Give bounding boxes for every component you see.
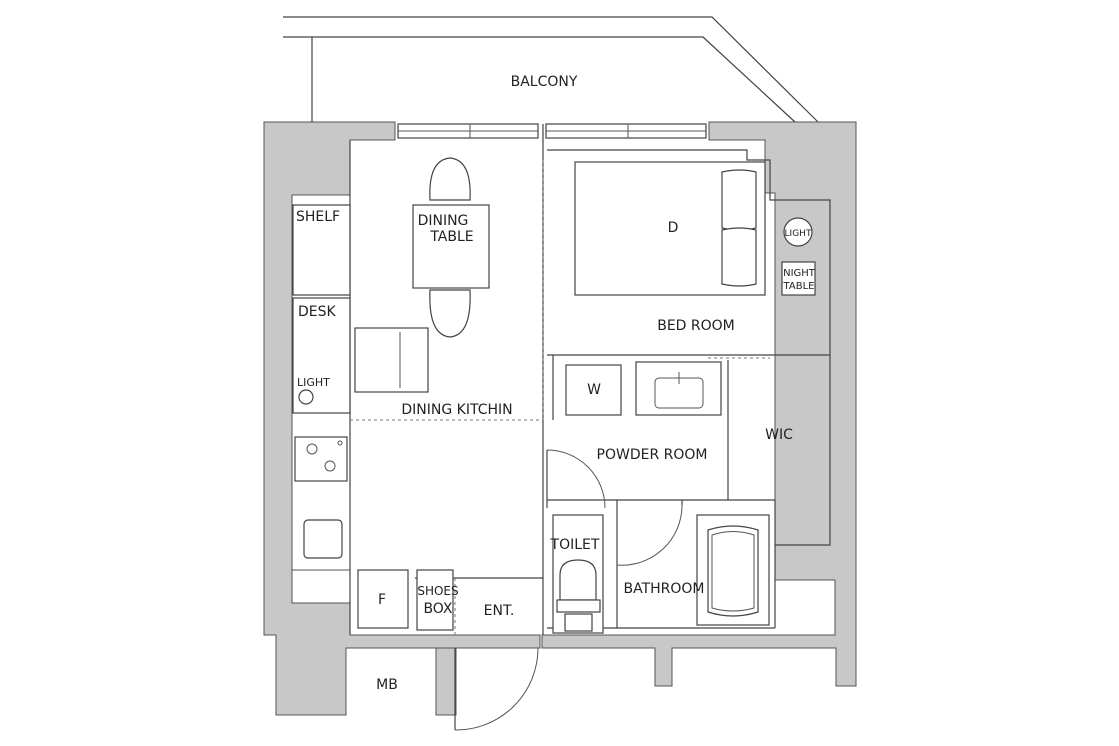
shelf <box>292 204 351 296</box>
desk-light <box>298 389 314 405</box>
dining-chair-bottom <box>429 289 471 338</box>
entrance-door-swing <box>454 647 539 731</box>
doors <box>454 449 683 731</box>
stove <box>294 436 348 482</box>
desk-label: DESK <box>298 304 337 320</box>
bed-label: D <box>668 220 679 236</box>
dining-table-label-2: TABLE <box>429 229 473 245</box>
toilet-label: TOILET <box>550 537 600 553</box>
night-table-label-2: TABLE <box>783 281 815 292</box>
shoes-box-label-2: BOX <box>423 601 452 617</box>
washer-label: W <box>587 382 601 398</box>
armchair <box>354 327 429 393</box>
fridge <box>357 569 409 629</box>
fridge-label: F <box>378 592 386 608</box>
bath-door-swing <box>616 504 683 566</box>
wic-label: WIC <box>765 427 793 443</box>
washer <box>565 364 622 416</box>
entrance-label: ENT. <box>484 603 515 619</box>
vanity <box>635 361 722 416</box>
room-labels: BALCONY SHELF DINING TABLE DESK LIGHT DI… <box>296 74 816 693</box>
bed-light-label: LIGHT <box>785 229 812 239</box>
dining-kitchin-label: DINING KITCHIN <box>401 402 512 418</box>
night-table <box>781 261 816 296</box>
powder-door-swing <box>546 449 606 509</box>
bed-room-label: BED ROOM <box>657 318 735 334</box>
balcony-outline <box>283 16 819 123</box>
shelf-label: SHELF <box>296 209 340 225</box>
toilet-bowl <box>559 559 597 601</box>
sink <box>303 519 343 559</box>
dining-table <box>412 204 490 289</box>
shoes-box-label-1: SHOES <box>417 584 458 598</box>
mb-label: MB <box>376 677 398 693</box>
powder-room-label: POWDER ROOM <box>597 447 708 463</box>
night-table-label-1: NIGHT <box>783 268 816 279</box>
dining-table-label-1: DINING <box>418 213 469 229</box>
shoes-box <box>416 569 454 631</box>
bathroom-label: BATHROOM <box>623 581 704 597</box>
balcony-windows <box>397 123 707 139</box>
bed-light <box>783 217 813 247</box>
balcony-label: BALCONY <box>511 74 578 90</box>
desk-light-label: LIGHT <box>297 376 330 389</box>
furniture <box>292 157 816 634</box>
dining-chair-top <box>429 157 471 201</box>
